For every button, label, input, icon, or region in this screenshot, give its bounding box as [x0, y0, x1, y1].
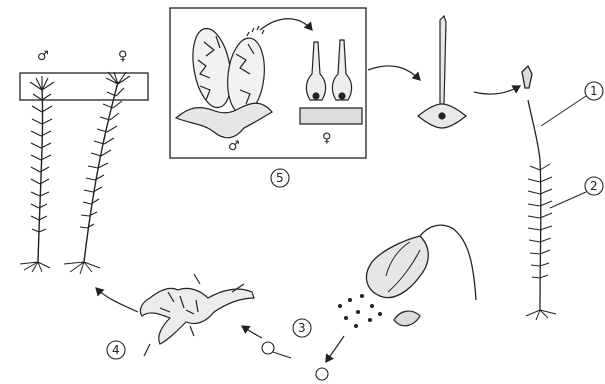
- mature-plant: [522, 66, 556, 320]
- label-2: 2: [585, 177, 603, 195]
- svg-text:2: 2: [590, 179, 598, 193]
- arrow-to-mature-sporophyte: [474, 86, 520, 94]
- capsule-lid: [394, 311, 420, 326]
- svg-text:4: 4: [112, 343, 120, 357]
- svg-text:1: 1: [590, 84, 598, 98]
- label-5: 5: [271, 169, 289, 187]
- germinating-spore: [262, 342, 328, 380]
- arrow-to-protonema: [242, 326, 262, 338]
- reproductive-organs-inset: ♂ ♀: [170, 8, 366, 158]
- male-gametophyte: [38, 88, 43, 262]
- antheridia: [176, 25, 272, 137]
- label-1: 1: [585, 82, 603, 100]
- archegonia: [300, 40, 362, 124]
- spores: [338, 294, 382, 328]
- label-4: 4: [107, 341, 125, 359]
- female-gametophyte: [84, 82, 118, 262]
- label-3: 3: [293, 319, 311, 337]
- male-symbol-top: ♂: [37, 49, 49, 64]
- gametophyte-stem-right: [540, 160, 541, 310]
- protonema: [140, 274, 254, 356]
- female-symbol-inset: ♀: [322, 131, 332, 146]
- male-symbol-inset: ♂: [228, 139, 240, 154]
- svg-text:3: 3: [298, 321, 306, 335]
- female-symbol-top: ♀: [118, 49, 128, 64]
- spore-capsule: [366, 225, 476, 300]
- young-sporophyte: [418, 16, 466, 128]
- sporophyte-stalk: [528, 100, 540, 160]
- arrow-to-spore: [326, 336, 344, 362]
- svg-text:5: 5: [276, 171, 284, 185]
- arrow-fertilization: [368, 66, 420, 80]
- arrow-to-gametophytes: [96, 288, 138, 312]
- gametophyte-pair: [20, 72, 130, 274]
